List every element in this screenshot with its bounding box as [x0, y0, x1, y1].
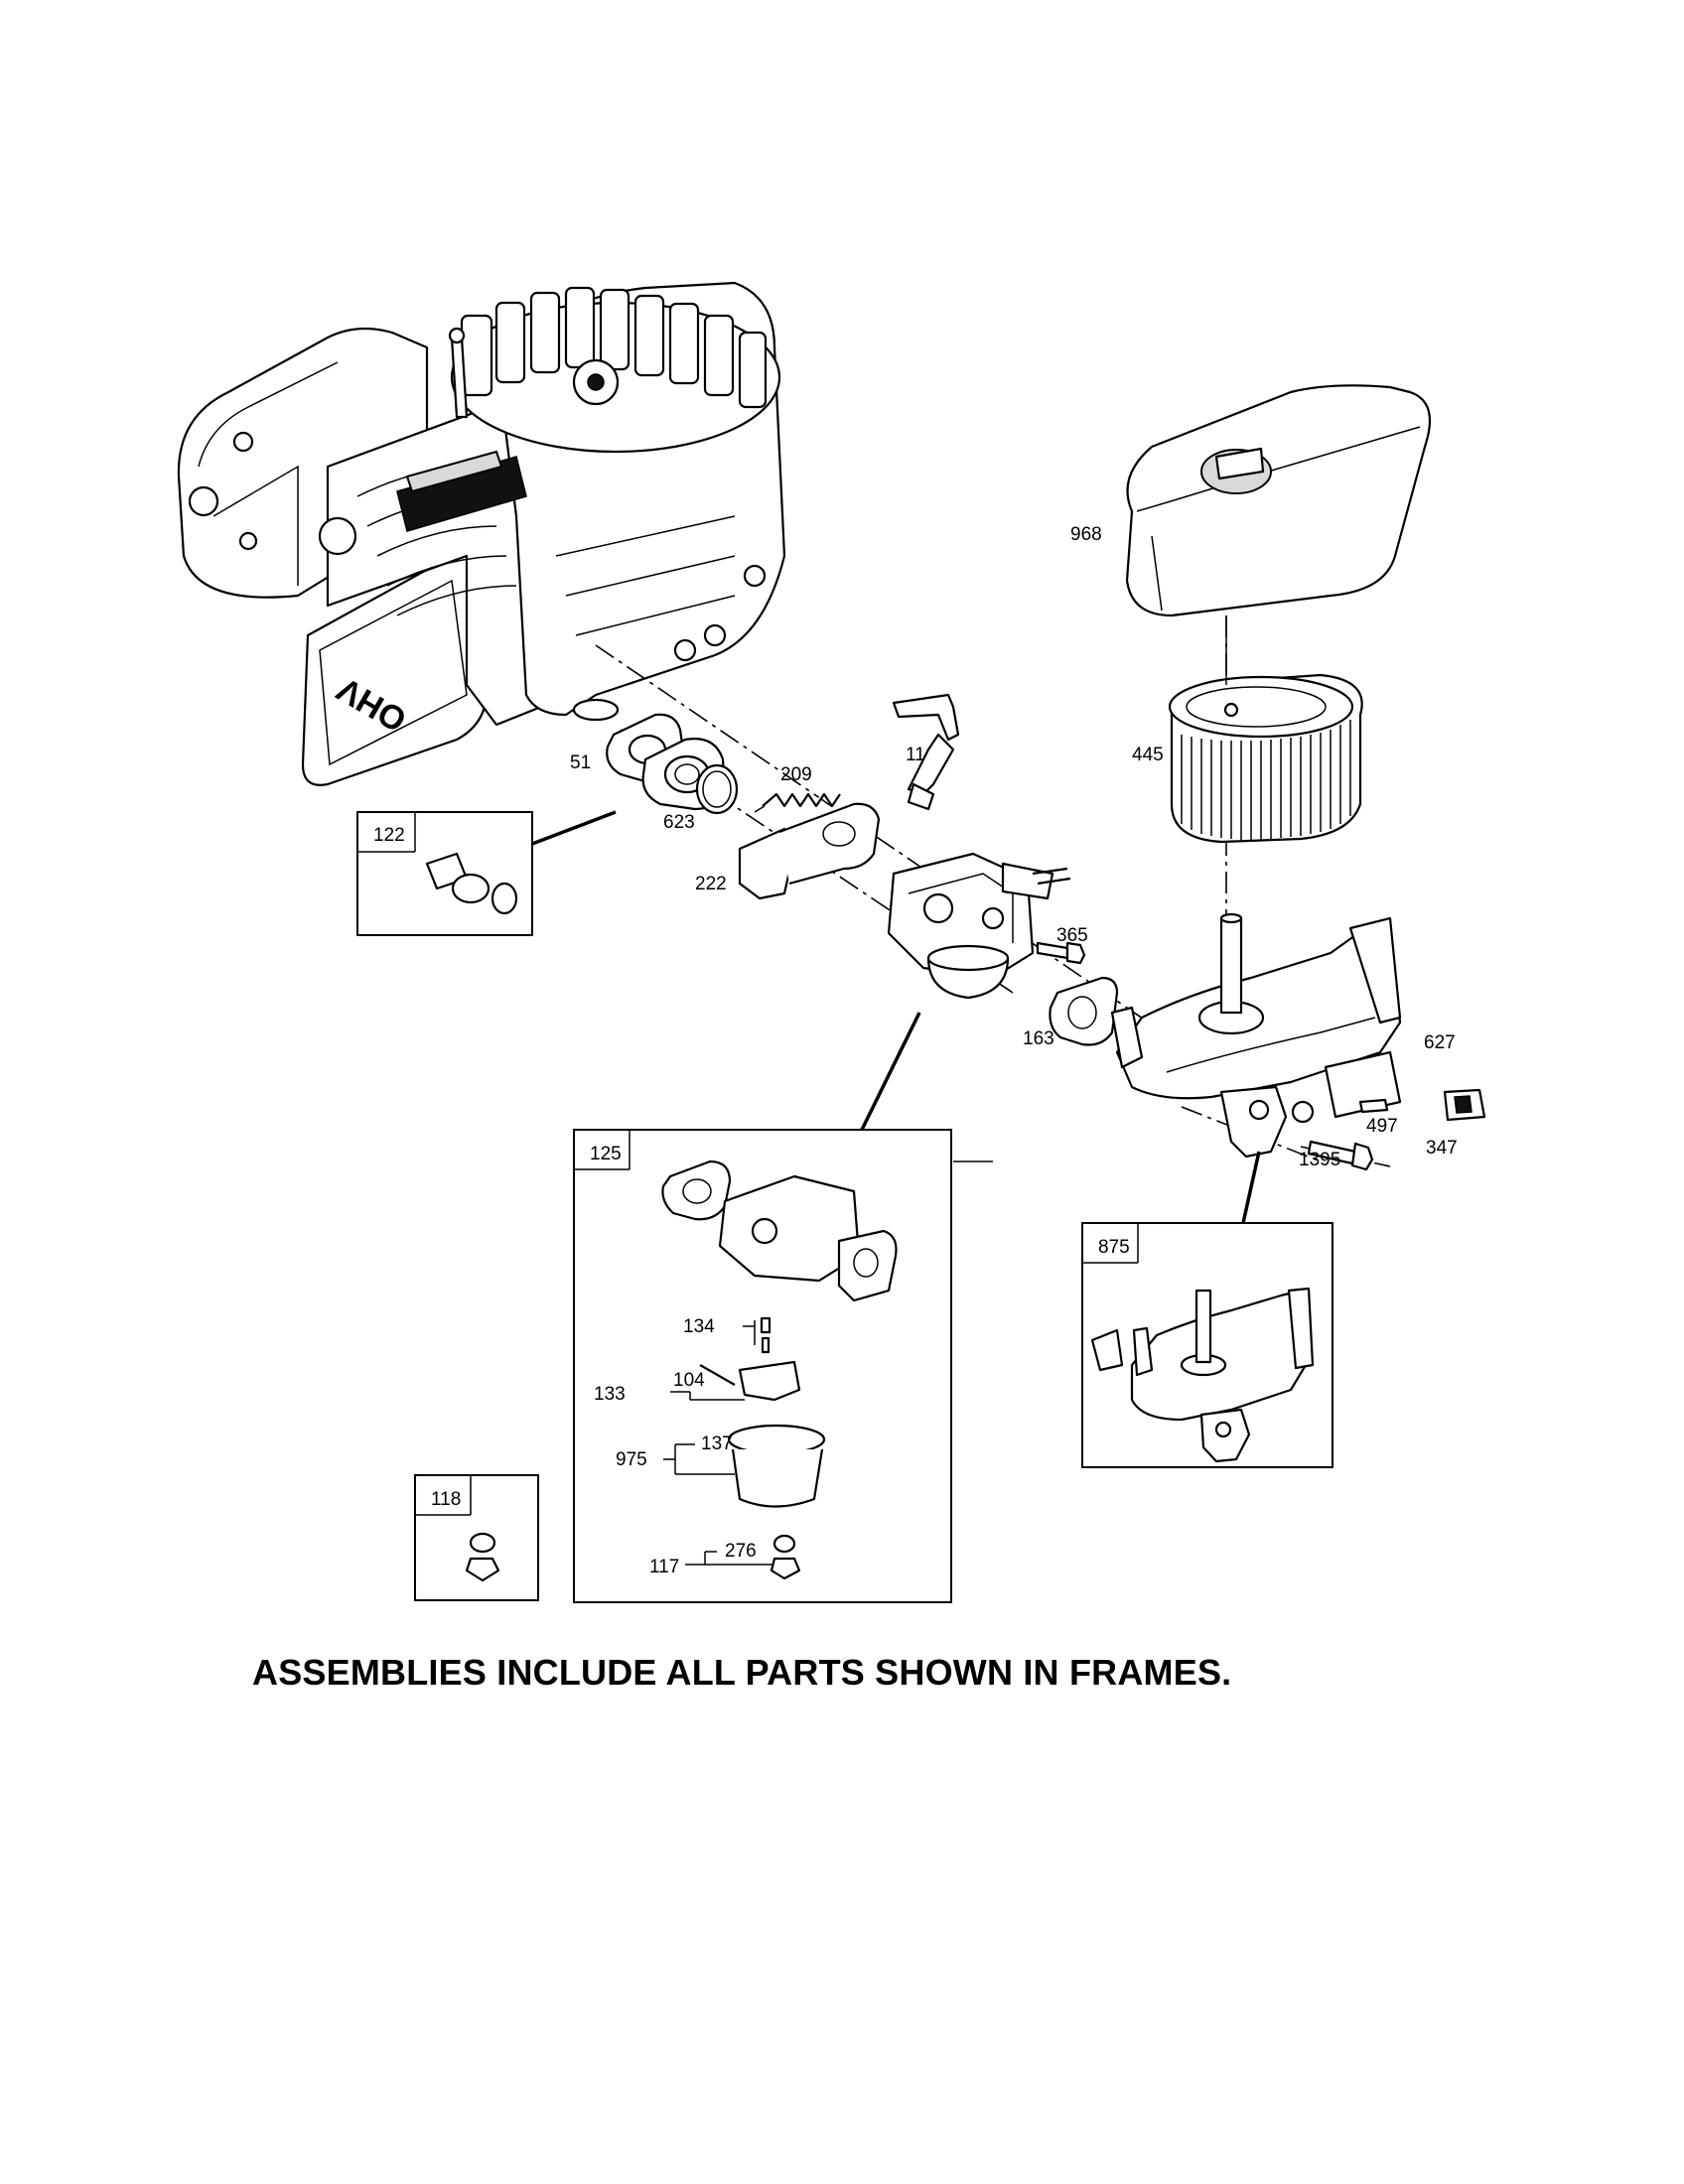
part-labels: 968 445 51 11 209 623 222 365 163 627 49… [570, 524, 1458, 1577]
label-975: 975 [616, 1449, 647, 1470]
governor-spring-209 [754, 792, 841, 813]
label-968: 968 [1070, 524, 1102, 545]
frame-875: 875 [1081, 1222, 1333, 1468]
engine-assembly: OHV [177, 281, 786, 786]
label-117: 117 [649, 1557, 679, 1577]
label-104: 104 [673, 1370, 705, 1391]
label-497: 497 [1366, 1116, 1398, 1137]
frame-875-label: 875 [1098, 1237, 1130, 1258]
label-163: 163 [1023, 1028, 1054, 1049]
label-133: 133 [594, 1384, 626, 1405]
label-209: 209 [780, 764, 812, 785]
bracket-222 [738, 802, 881, 900]
flywheel-fins [460, 286, 768, 409]
air-filter-445 [1168, 673, 1363, 844]
label-134: 134 [683, 1316, 715, 1337]
air-cleaner-cover-968 [1125, 384, 1432, 617]
air-cleaner-base [1110, 912, 1402, 1159]
label-222: 222 [695, 874, 727, 894]
frame-875-arrow [1241, 1151, 1261, 1224]
label-623: 623 [663, 812, 695, 833]
frame-122-label: 122 [373, 825, 405, 846]
carburetor [887, 852, 1071, 1000]
frame-118: 118 [414, 1474, 539, 1601]
label-137: 137 [701, 1433, 733, 1454]
label-627: 627 [1424, 1032, 1456, 1053]
label-276: 276 [725, 1541, 757, 1562]
label-1395: 1395 [1299, 1150, 1340, 1170]
switch-347 [1443, 1088, 1486, 1122]
screw-497 [1358, 1098, 1389, 1114]
assemblies-footer-note: ASSEMBLIES INCLUDE ALL PARTS SHOWN IN FR… [252, 1652, 1232, 1693]
label-445: 445 [1132, 745, 1164, 765]
label-51: 51 [570, 752, 591, 773]
frame-118-label: 118 [431, 1489, 461, 1510]
frame-122-arrow [531, 810, 617, 846]
label-365: 365 [1056, 925, 1088, 946]
frame-125-arrow [860, 1012, 921, 1131]
o-ring [695, 763, 739, 815]
frame-122: 122 [356, 811, 533, 936]
bolt-365 [1036, 941, 1086, 965]
bolt-1395 [1307, 1140, 1374, 1171]
frame-125: 125 [573, 1129, 952, 1603]
gasket-163 [1049, 976, 1119, 1046]
frame-125-label: 125 [590, 1144, 622, 1164]
label-347: 347 [1426, 1138, 1458, 1159]
label-11: 11 [906, 745, 925, 765]
breather-tube-11 [892, 693, 960, 811]
